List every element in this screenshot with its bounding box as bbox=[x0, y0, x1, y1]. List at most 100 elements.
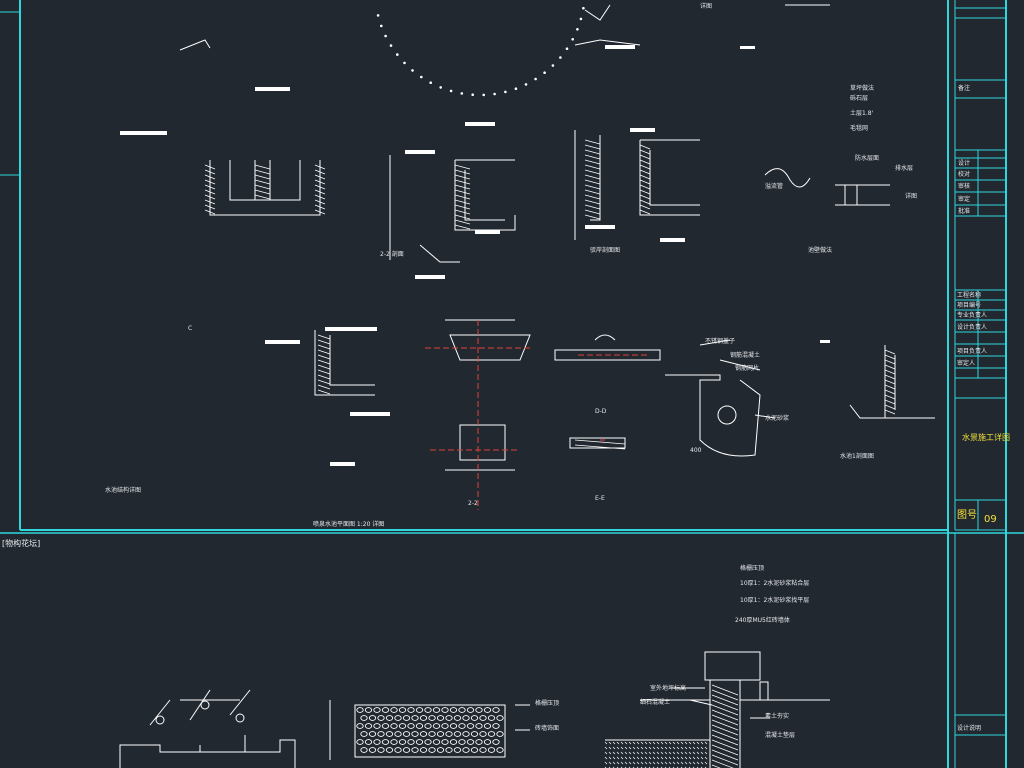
brick-cell bbox=[364, 707, 373, 713]
brick-cell bbox=[428, 715, 436, 721]
ground-stroke bbox=[620, 741, 624, 745]
ground-stroke bbox=[672, 746, 676, 750]
ground-stroke bbox=[624, 751, 628, 755]
hatch-stroke bbox=[254, 164, 271, 170]
ground-stroke bbox=[656, 751, 660, 755]
hatch-stroke bbox=[639, 194, 651, 200]
brick-cell bbox=[364, 723, 373, 729]
brick-cell bbox=[419, 731, 428, 737]
hatch-stroke bbox=[584, 144, 601, 150]
ground-stroke bbox=[668, 761, 672, 765]
hatch-stroke bbox=[584, 194, 601, 200]
ground-stroke bbox=[636, 746, 640, 750]
hatch-stroke bbox=[317, 344, 331, 350]
label-c: C bbox=[188, 325, 192, 332]
brick-cell bbox=[356, 739, 364, 745]
brick-cell bbox=[492, 723, 500, 729]
brick-cell bbox=[466, 739, 475, 745]
brick-cell bbox=[373, 723, 381, 729]
brick-cell bbox=[368, 731, 377, 737]
ground-stroke bbox=[604, 761, 608, 765]
lower-note-1: 格栅压顶 bbox=[740, 564, 764, 572]
ground-stroke bbox=[696, 766, 699, 768]
hatch-stroke bbox=[584, 154, 601, 160]
ground-stroke bbox=[684, 766, 687, 768]
brick-cell bbox=[487, 747, 496, 753]
hatch-stroke bbox=[314, 209, 326, 215]
lower-note-2: 10厚1：2水泥砂浆粘合层 bbox=[740, 579, 809, 587]
ground-stroke bbox=[664, 766, 667, 768]
hatch-stroke bbox=[884, 379, 896, 385]
ground-stroke bbox=[688, 766, 691, 768]
hatch-stroke bbox=[254, 179, 271, 185]
ground-stroke bbox=[664, 756, 668, 760]
label-2b: 2-2 bbox=[468, 500, 478, 507]
arc-dot bbox=[559, 56, 562, 59]
tb-lower-row-6: 审定人 bbox=[957, 359, 975, 367]
hatch-stroke bbox=[314, 189, 326, 195]
ground-stroke bbox=[668, 751, 672, 755]
wall-hatch-stroke bbox=[711, 684, 739, 696]
brick-cell bbox=[483, 739, 492, 745]
ground-stroke bbox=[640, 756, 644, 760]
ground-stroke bbox=[692, 761, 696, 765]
ground-stroke bbox=[636, 741, 640, 745]
ground-stroke bbox=[608, 766, 611, 768]
wall-hatch-stroke bbox=[711, 724, 739, 736]
ground-stroke bbox=[704, 761, 708, 765]
brick-cell bbox=[419, 747, 428, 753]
label-pool: 水池1剖面图 bbox=[840, 452, 874, 460]
arc-dot bbox=[460, 92, 464, 95]
ground-stroke bbox=[696, 756, 700, 760]
ground-stroke bbox=[620, 761, 624, 765]
brick-cell bbox=[436, 731, 445, 737]
brick-cell bbox=[428, 747, 436, 753]
ground-stroke bbox=[688, 741, 692, 745]
brick-cell bbox=[436, 747, 445, 753]
ground-stroke bbox=[644, 766, 647, 768]
lower-note-3: 10厚1：2水泥砂浆找平层 bbox=[740, 596, 809, 604]
left-margin-ticks bbox=[0, 11, 20, 176]
hatch-stroke bbox=[639, 189, 651, 195]
ground-stroke bbox=[652, 741, 656, 745]
ground-stroke bbox=[632, 756, 636, 760]
sheet-title: 水景施工详图 bbox=[962, 432, 1010, 442]
ground-stroke bbox=[656, 741, 660, 745]
brick-cell bbox=[424, 707, 432, 713]
ground-stroke bbox=[664, 761, 668, 765]
hatch-stroke bbox=[884, 409, 896, 415]
ground-stroke bbox=[612, 766, 615, 768]
ground-stroke bbox=[676, 756, 680, 760]
brick-cell bbox=[415, 739, 424, 745]
ground-stroke bbox=[684, 751, 688, 755]
brick-cell bbox=[368, 715, 377, 721]
center-lines bbox=[425, 320, 650, 510]
wall-hatch-stroke bbox=[711, 729, 739, 741]
ground-stroke bbox=[640, 761, 644, 765]
hatch-stroke bbox=[317, 379, 331, 385]
wall-hatch-stroke bbox=[711, 714, 739, 726]
ground-stroke bbox=[672, 741, 676, 745]
hatch-stroke bbox=[254, 184, 271, 190]
ground-stroke bbox=[608, 751, 612, 755]
wall-hatch-stroke bbox=[711, 759, 734, 768]
ground-stroke bbox=[688, 751, 692, 755]
arc-dot bbox=[576, 28, 579, 31]
hatch-stroke bbox=[639, 204, 651, 210]
arc-dot bbox=[439, 86, 443, 89]
hatch-stroke bbox=[639, 179, 651, 185]
brick-cell bbox=[496, 731, 504, 737]
ground-stroke bbox=[652, 761, 656, 765]
ground-stroke bbox=[640, 751, 644, 755]
ground-stroke bbox=[688, 756, 692, 760]
brick-cell bbox=[373, 739, 381, 745]
arc-dot bbox=[449, 89, 453, 93]
hatch-stroke bbox=[454, 209, 471, 215]
brick-cell bbox=[368, 747, 377, 753]
ground-stroke bbox=[700, 756, 704, 760]
label-bars bbox=[120, 45, 830, 466]
ground-stroke bbox=[612, 746, 616, 750]
ground-stroke bbox=[644, 746, 648, 750]
hatch-stroke bbox=[584, 139, 601, 145]
